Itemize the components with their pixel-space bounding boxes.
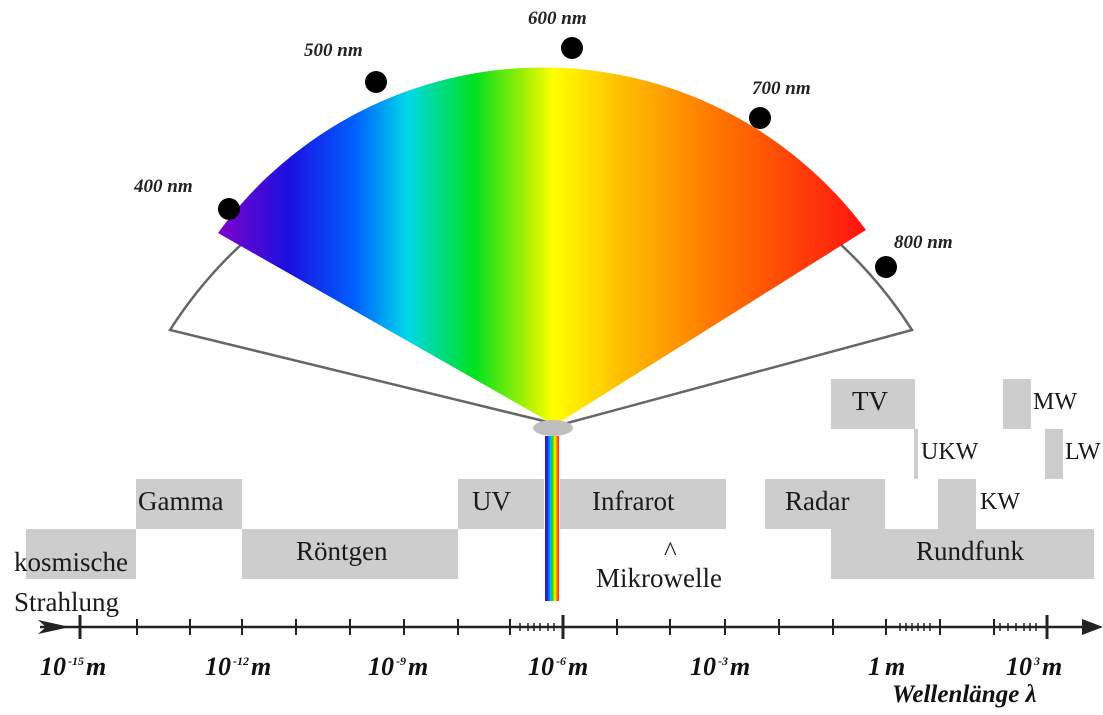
band-lw-box — [1045, 429, 1063, 479]
axis-head-arrow — [1082, 619, 1103, 635]
axis-label-1e-9: 10-9m — [368, 652, 429, 681]
band-rundfunk-box — [831, 529, 1094, 579]
marker-800-nm: 800 nm — [894, 232, 953, 253]
label-mikrowelle: Mikrowelle — [596, 563, 722, 593]
band-radar-box — [765, 479, 885, 529]
label-mw: MW — [1033, 389, 1077, 415]
label-ukw: UKW — [921, 439, 979, 465]
marker-400-nm: 400 nm — [134, 176, 193, 197]
marker-dot-400 — [218, 198, 240, 220]
label-kw: KW — [980, 489, 1020, 515]
axis-label-1e-15: 10-15m — [40, 652, 107, 681]
label-radar: Radar — [785, 486, 850, 516]
band-infrarot-box — [560, 479, 726, 529]
marker-dot-700 — [749, 107, 771, 129]
band-roentgen-box — [242, 529, 458, 579]
marker-600-nm: 600 nm — [528, 8, 587, 29]
marker-dot-500 — [365, 71, 387, 93]
axis-label-1e-12: 10-12m — [205, 652, 272, 681]
marker-dot-600 — [561, 37, 583, 59]
axis-tail-arrow — [38, 620, 70, 634]
label-strahlung: Strahlung — [14, 587, 119, 617]
axis-label-1e-3: 10-3m — [690, 652, 751, 681]
label-kosmische: kosmische — [14, 547, 128, 577]
axis-ticks — [78, 615, 1049, 639]
label-mikrowelle-caret: ^ — [664, 536, 677, 566]
marker-700-nm: 700 nm — [752, 78, 811, 99]
label-infrarot: Infrarot — [592, 486, 675, 516]
band-kosmische-box — [26, 529, 136, 579]
axis-label-1e-6: 10-6m — [528, 652, 589, 681]
label-lw: LW — [1065, 439, 1101, 465]
band-mw-box — [1003, 379, 1031, 429]
band-uv-box — [458, 479, 544, 529]
label-tv: TV — [852, 386, 888, 416]
marker-500-nm: 500 nm — [304, 40, 363, 61]
band-tv-box — [831, 379, 915, 429]
band-ukw-box — [914, 429, 918, 479]
marker-dot-800 — [875, 256, 897, 278]
band-kw-box — [938, 479, 976, 529]
visible-spectrum-fan — [218, 67, 866, 426]
fan-apex — [533, 420, 573, 436]
label-gamma: Gamma — [138, 486, 224, 516]
axis-title: Wellenlänge λ — [892, 681, 1037, 708]
label-roentgen: Röntgen — [296, 536, 388, 566]
label-rundfunk: Rundfunk — [916, 536, 1024, 566]
label-uv: UV — [472, 486, 511, 516]
spectrum-beam — [545, 436, 559, 601]
band-gamma-box — [136, 479, 242, 529]
